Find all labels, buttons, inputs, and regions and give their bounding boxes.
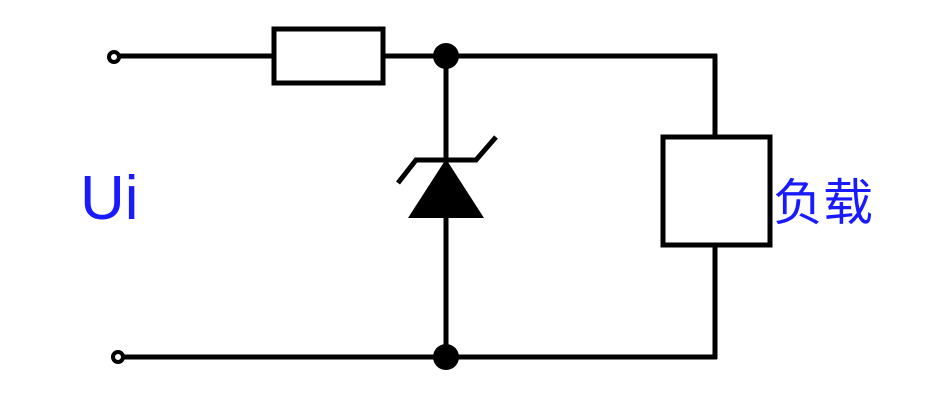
top-junction-dot-icon — [433, 43, 459, 69]
zener-diode-icon — [396, 135, 498, 218]
bottom-rail — [118, 246, 718, 360]
load-label: 负载 — [773, 174, 873, 232]
zener-triangle — [408, 159, 484, 218]
bottom-junction-dot-icon — [433, 344, 459, 370]
bottom-terminal-icon — [111, 350, 125, 364]
resistor-icon — [271, 26, 386, 86]
input-voltage-label: Ui — [80, 164, 139, 233]
load-box-icon — [660, 134, 773, 248]
zener-bar — [396, 135, 498, 185]
zener-branch — [396, 56, 498, 357]
top-terminal-icon — [107, 50, 121, 64]
top-rail — [114, 53, 718, 137]
